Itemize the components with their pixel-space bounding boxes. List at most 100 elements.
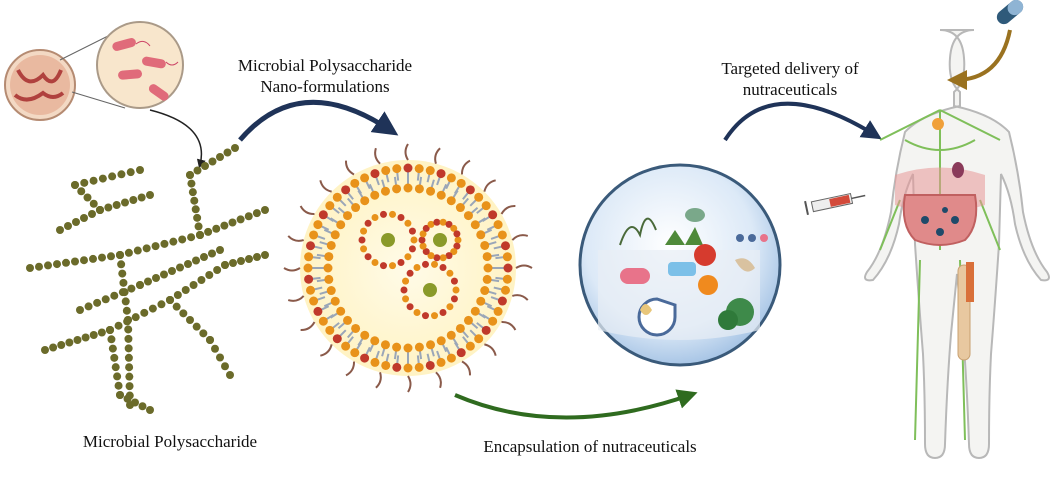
micelle-head: [450, 248, 458, 256]
chain-bead: [151, 242, 160, 251]
chain-bead: [53, 260, 61, 269]
chain-bead: [133, 246, 142, 255]
lipid-head: [304, 274, 314, 284]
chain-bead: [41, 346, 49, 354]
lipid-head: [370, 357, 380, 367]
lipid-head: [403, 163, 413, 173]
lipid-head: [436, 169, 446, 179]
lipid-head: [403, 363, 413, 373]
chain-bead: [124, 316, 132, 324]
lipid-head: [502, 252, 512, 262]
lipid-head: [351, 323, 361, 333]
chain-bead: [124, 344, 133, 353]
lipid-head: [370, 336, 380, 346]
lipid-head: [313, 220, 323, 230]
lipid-head: [436, 190, 446, 200]
arrow-bacteria-to-polysaccharide: [149, 109, 206, 169]
chain-bead: [245, 255, 253, 263]
lipid-head: [326, 240, 336, 250]
lipid-head: [493, 306, 503, 316]
polymer-strand: [344, 160, 355, 176]
lipid-head: [476, 230, 486, 240]
chain-bead: [152, 274, 160, 282]
lipid-head: [309, 230, 319, 240]
chain-bead: [121, 297, 130, 306]
chain-bead: [81, 333, 90, 342]
chain-bead: [140, 308, 149, 317]
chain-bead: [80, 214, 88, 222]
chain-bead: [124, 334, 133, 343]
chain-bead: [72, 218, 80, 226]
chain-bead: [129, 196, 138, 204]
lipid-head: [370, 169, 380, 179]
polymer-strand: [484, 343, 497, 356]
chain-bead: [216, 153, 224, 161]
chain-bead: [223, 148, 232, 157]
lipid-head: [425, 166, 435, 176]
polymer-strand: [407, 375, 412, 393]
chain-bead: [229, 259, 237, 267]
micelle-head: [397, 259, 405, 267]
polymer-strand: [345, 361, 356, 377]
lipid-head: [456, 348, 466, 358]
micelle-head: [453, 242, 461, 250]
chain-bead: [212, 224, 221, 233]
lipid-head: [414, 362, 424, 372]
polymer-strand: [299, 205, 315, 216]
lipid-head: [304, 252, 314, 262]
chain-bead: [93, 298, 102, 307]
micelle-head: [413, 263, 421, 271]
micelle-head: [431, 312, 439, 320]
chain-bead: [187, 233, 196, 242]
chain-bead: [226, 371, 234, 379]
micelle-head: [397, 213, 405, 221]
polymer-strand: [320, 344, 333, 357]
micelle-head: [360, 245, 368, 253]
chain-bead: [146, 406, 154, 414]
lipid-head: [476, 296, 486, 306]
chain-bead: [107, 335, 116, 344]
chain-bead: [73, 336, 82, 344]
micelle-head: [379, 210, 387, 218]
polymer-strand: [283, 267, 301, 272]
micelle-head: [371, 259, 379, 267]
chain-bead: [111, 363, 120, 372]
chain-bead: [189, 281, 198, 289]
chain-bead: [26, 264, 34, 272]
micelle-head: [400, 286, 408, 294]
micelle-head: [452, 286, 460, 294]
chain-bead: [49, 343, 58, 352]
chain-bead: [237, 257, 245, 265]
micelle-head: [406, 269, 414, 277]
micelle-head: [446, 303, 454, 311]
lipid-head: [360, 330, 370, 340]
chain-bead: [204, 227, 213, 236]
lipid-head: [480, 286, 490, 296]
micelle-head: [431, 260, 439, 268]
chain-bead: [213, 266, 222, 274]
chain-bead: [125, 363, 134, 372]
polymer-strand: [434, 147, 441, 164]
nutraceutical-capsule-icon: [578, 163, 782, 367]
lipid-head: [446, 353, 456, 363]
lipid-head: [403, 343, 413, 353]
micelle-head: [422, 248, 430, 256]
micelle-head: [404, 219, 412, 227]
polymer-strand: [511, 234, 529, 241]
micelle-head: [439, 218, 447, 226]
chain-bead: [190, 196, 199, 205]
lipid-head: [313, 306, 323, 316]
chain-bead: [211, 344, 219, 353]
chain-bead: [216, 353, 224, 362]
lipid-head: [446, 196, 456, 206]
lipid-head: [370, 190, 380, 200]
chain-bead: [124, 353, 133, 362]
lipid-head: [474, 192, 484, 202]
label-encapsulation: Encapsulation of nutraceuticals: [483, 437, 697, 456]
lipid-head: [436, 357, 446, 367]
lipid-head: [332, 192, 342, 202]
micelle-head: [364, 253, 372, 261]
micelle-head: [421, 260, 429, 268]
lipid-head: [306, 285, 316, 295]
